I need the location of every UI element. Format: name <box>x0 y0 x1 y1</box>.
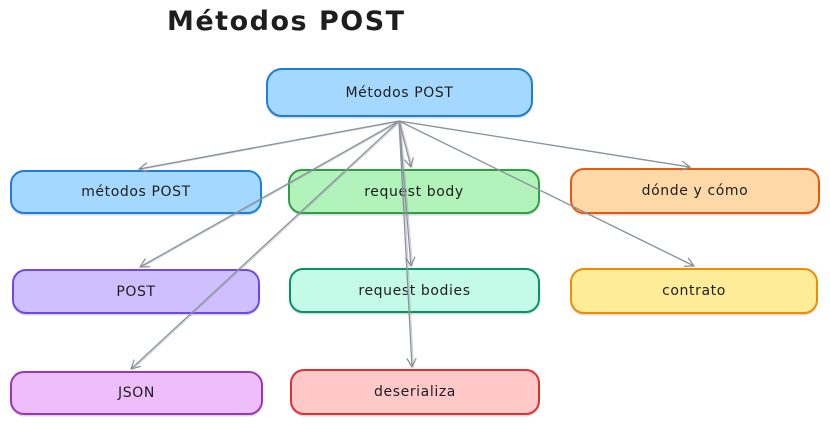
node-label-json: JSON <box>118 385 155 401</box>
edge-sketch-root-to-metodos-post <box>140 121 401 170</box>
diagram-node-metodos-post: métodos POST <box>10 170 262 214</box>
node-label-deserializa: deserializa <box>374 384 456 400</box>
node-label-metodos-post: métodos POST <box>81 184 191 200</box>
diagram-title: Métodos POST <box>167 6 406 37</box>
diagram-node-request-bodies: request bodies <box>289 268 540 313</box>
diagram-node-root: Métodos POST <box>266 68 533 117</box>
edge-root-to-json <box>131 120 400 369</box>
diagram-node-donde-y-como: dónde y cómo <box>570 168 820 214</box>
edge-root-to-request-body <box>398 120 411 167</box>
diagram-node-deserializa: deserializa <box>290 369 540 415</box>
node-label-post: POST <box>116 283 156 300</box>
edge-root-to-donde-y-como <box>398 120 690 167</box>
node-label-root: Métodos POST <box>345 84 454 101</box>
diagram-node-json: JSON <box>10 371 263 415</box>
edge-sketch-root-to-donde-y-como <box>400 121 692 168</box>
edge-root-to-metodos-post <box>139 120 400 169</box>
diagram-node-contrato: contrato <box>570 268 818 314</box>
node-label-request-body: request body <box>364 183 464 200</box>
node-label-request-bodies: request bodies <box>358 282 471 299</box>
edge-root-to-deserializa <box>398 120 412 367</box>
node-label-contrato: contrato <box>662 283 726 299</box>
edge-sketch-root-to-deserializa <box>400 121 414 368</box>
edge-sketch-root-to-request-body <box>400 121 413 168</box>
node-label-donde-y-como: dónde y cómo <box>641 183 749 199</box>
edge-sketch-root-to-json <box>132 121 401 370</box>
diagram-node-request-body: request body <box>288 169 540 214</box>
diagram-node-post: POST <box>12 269 260 314</box>
